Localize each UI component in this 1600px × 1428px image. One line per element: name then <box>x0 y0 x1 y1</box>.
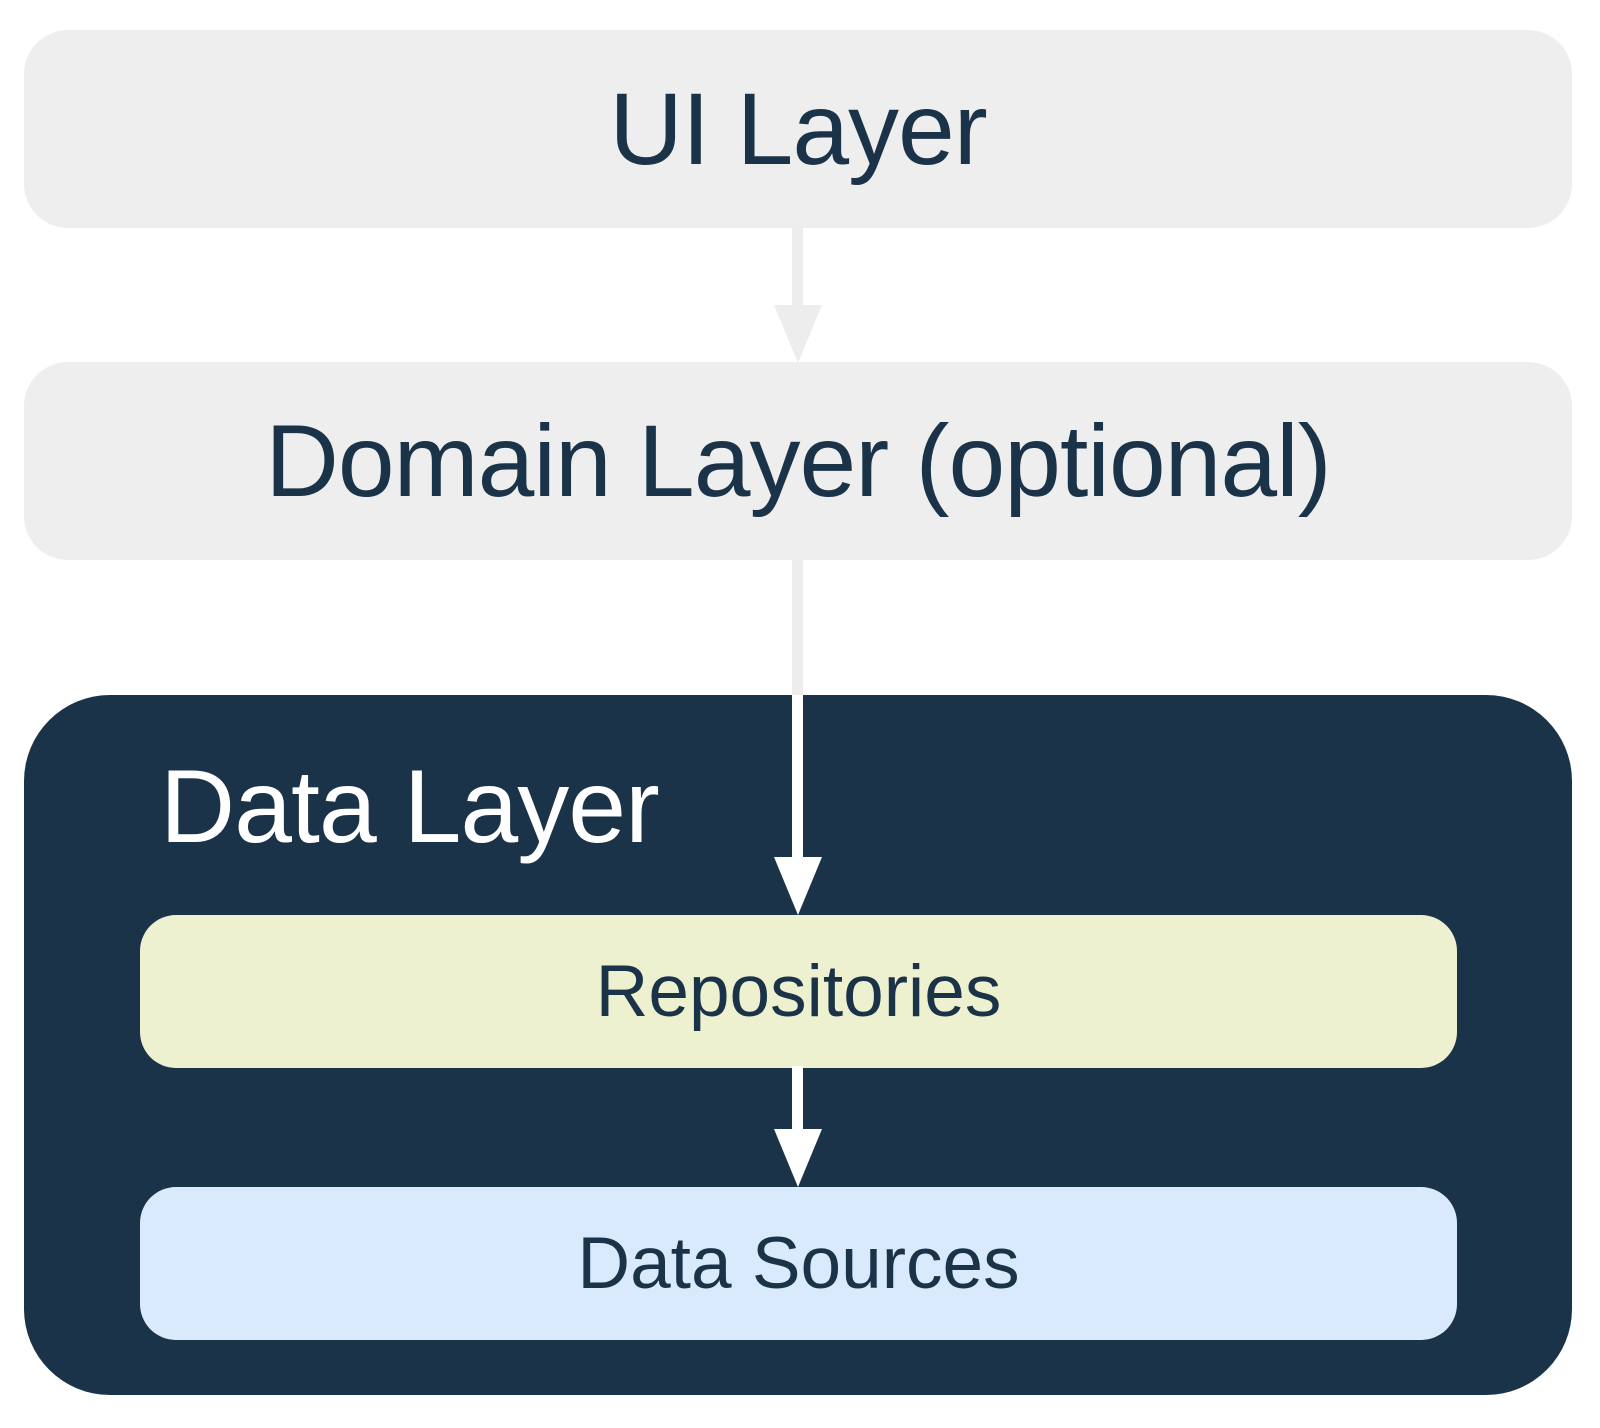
data-sources-box: Data Sources <box>140 1187 1457 1340</box>
ui-layer-box: UI Layer <box>24 30 1572 228</box>
arrow-shaft <box>792 226 803 310</box>
repositories-label: Repositories <box>595 951 1002 1032</box>
arrow-head <box>774 305 822 363</box>
arrow-shaft <box>792 1066 803 1132</box>
arrow-shaft <box>792 695 803 859</box>
domain-layer-box: Domain Layer (optional) <box>24 362 1572 560</box>
domain-layer-label: Domain Layer (optional) <box>265 403 1332 518</box>
arrow-shaft <box>792 558 803 696</box>
data-sources-label: Data Sources <box>577 1223 1020 1304</box>
repositories-box: Repositories <box>140 915 1457 1068</box>
arrow-head <box>774 857 822 915</box>
arrow-head <box>774 1129 822 1187</box>
ui-layer-label: UI Layer <box>609 71 987 186</box>
data-layer-label: Data Layer <box>160 749 660 865</box>
